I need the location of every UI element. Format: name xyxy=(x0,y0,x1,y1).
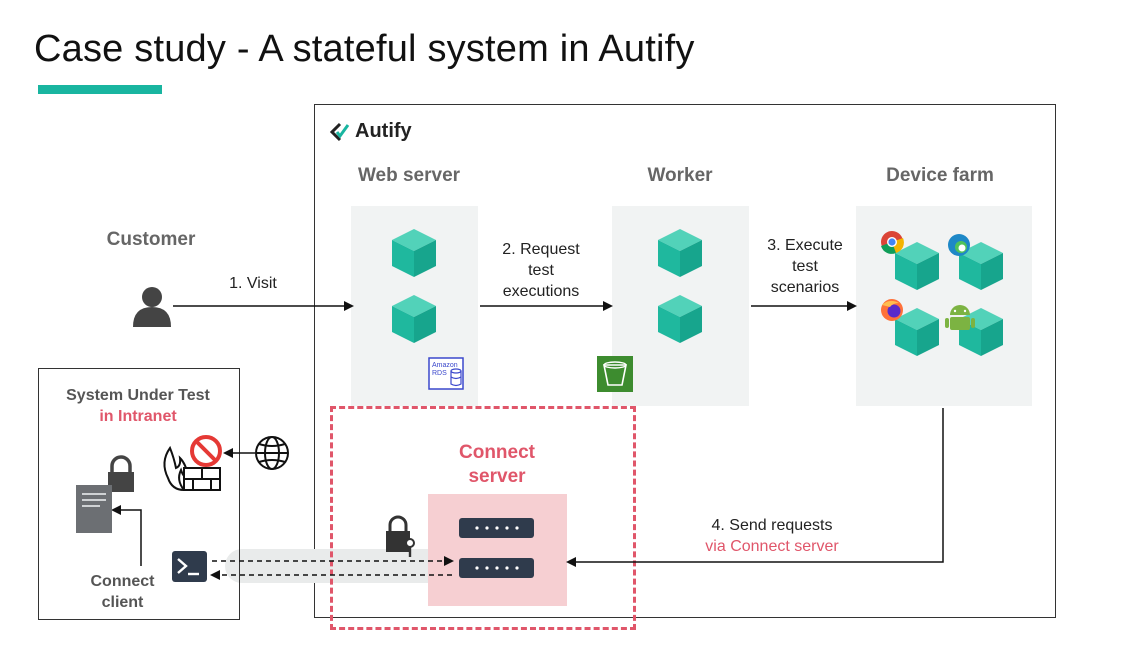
autify-logo-icon xyxy=(329,122,350,141)
s3-bucket-icon xyxy=(597,356,633,392)
globe-icon xyxy=(255,436,289,470)
send-requests-arrow xyxy=(566,408,944,567)
client-to-server-doc-arrow xyxy=(111,505,142,566)
system-under-test-label: System Under Test in Intranet xyxy=(66,387,210,425)
firefox-icon xyxy=(881,299,903,321)
web-server-cube-icon xyxy=(392,229,436,277)
system-under-test-box xyxy=(38,368,240,620)
svg-text:RDS: RDS xyxy=(432,370,447,377)
server-rack-icon xyxy=(459,518,534,538)
connect-server-panel xyxy=(428,494,567,606)
svg-text:Amazon: Amazon xyxy=(432,362,458,369)
page-title: Case study - A stateful system in Autify xyxy=(34,28,695,70)
connect-server-zone xyxy=(330,406,636,630)
step-visit-label: 1. Visit xyxy=(229,275,277,292)
terminal-icon xyxy=(172,551,207,582)
device-farm-label: Device farm xyxy=(886,165,994,186)
chrome-icon xyxy=(881,231,904,254)
step-send-label: 4. Send requests via Connect server xyxy=(705,517,839,555)
autify-brand-name: Autify xyxy=(355,120,412,142)
customer-label: Customer xyxy=(106,229,196,250)
connect-client-label: Connect client xyxy=(90,573,155,611)
amazon-rds-icon: Amazon RDS xyxy=(428,357,464,390)
server-doc-icon xyxy=(76,485,112,533)
user-icon xyxy=(133,287,171,327)
worker-label: Worker xyxy=(647,165,713,186)
autify-logo: Autify xyxy=(329,120,412,143)
android-icon xyxy=(945,305,975,330)
worker-cube-icon xyxy=(658,295,702,343)
device-cube-icon xyxy=(959,308,1003,356)
autify-system-box xyxy=(314,104,1056,618)
server-rack-icon xyxy=(459,558,534,578)
step-execute-label: 3. Execute test scenarios xyxy=(767,237,843,296)
web-server-cube-icon xyxy=(392,295,436,343)
edge-icon xyxy=(948,234,970,256)
step-request-label: 2. Request test executions xyxy=(502,241,580,300)
connect-server-label: Connect server xyxy=(459,442,535,487)
connection-tunnel xyxy=(225,549,445,583)
web-server-label: Web server xyxy=(357,165,461,186)
lock-icon xyxy=(108,455,134,492)
title-underline xyxy=(38,85,162,94)
lock-key-icon xyxy=(386,515,415,557)
worker-cube-icon xyxy=(658,229,702,277)
firewall-icon xyxy=(163,435,222,492)
